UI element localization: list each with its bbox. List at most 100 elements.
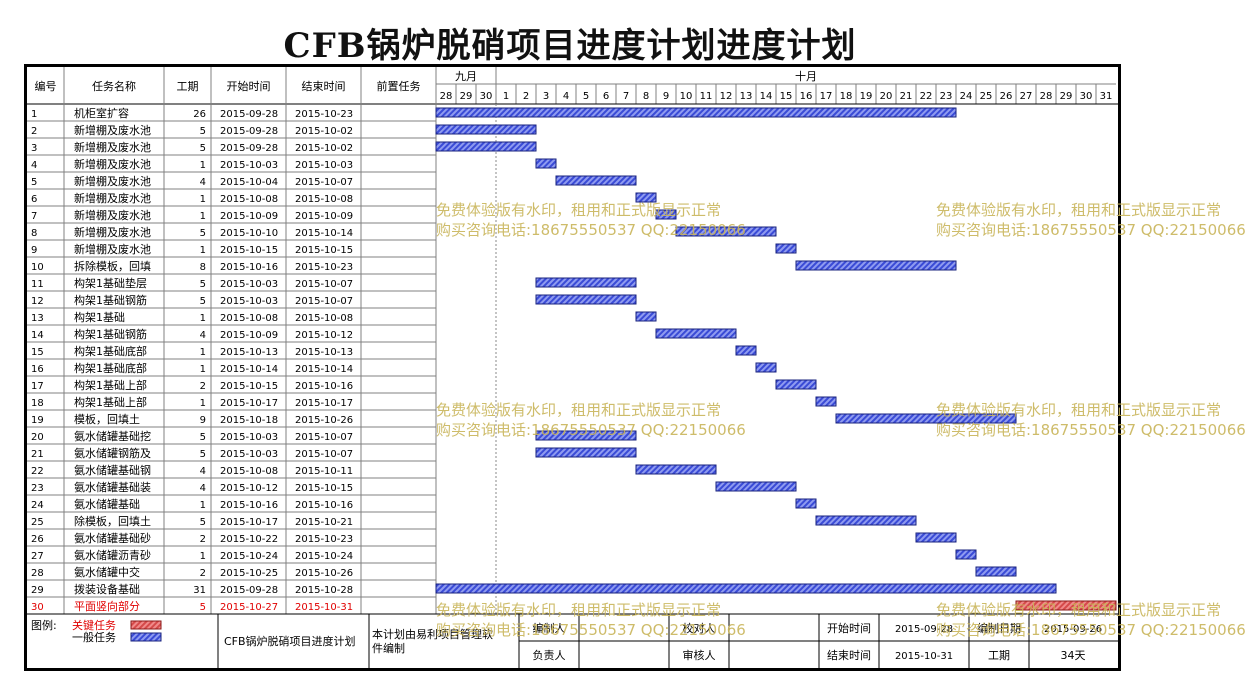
timeline-day-label: 4 (563, 91, 569, 102)
task-bar (535, 277, 637, 288)
timeline-day-label: 24 (960, 91, 973, 102)
task-duration: 5 (200, 228, 206, 239)
plan-end-label: 结束时间 (827, 649, 871, 662)
task-end: 2015-10-15 (295, 245, 353, 256)
task-bar (715, 481, 797, 492)
task-bar (535, 158, 557, 169)
task-id: 10 (31, 262, 44, 273)
task-name: 新增棚及废水池 (74, 225, 151, 239)
legend-critical-label: 关键任务 (72, 618, 116, 632)
column-header-predecessor: 前置任务 (377, 79, 421, 93)
timeline-day-label: 28 (1040, 91, 1053, 102)
task-id: 9 (31, 245, 37, 256)
task-end: 2015-10-23 (295, 262, 353, 273)
task-id: 15 (31, 347, 44, 358)
task-bar (655, 328, 737, 339)
task-end: 2015-10-26 (295, 568, 353, 579)
task-bar (535, 294, 637, 305)
task-duration: 1 (200, 364, 206, 375)
task-start: 2015-10-03 (220, 279, 278, 290)
task-start: 2015-10-08 (220, 466, 278, 477)
task-duration: 1 (200, 551, 206, 562)
timeline-day-label: 27 (1020, 91, 1033, 102)
gantt-frame (24, 64, 1121, 671)
task-duration: 1 (200, 245, 206, 256)
task-id: 26 (31, 534, 44, 545)
timeline-day-label: 28 (440, 91, 453, 102)
task-id: 29 (31, 585, 44, 596)
task-duration: 2 (200, 381, 206, 392)
task-end: 2015-10-28 (295, 585, 353, 596)
column-header-id: 编号 (35, 79, 57, 93)
timeline-day-label: 23 (940, 91, 953, 102)
footer-plan-name: CFB锅炉脱硝项目进度计划 (224, 634, 356, 648)
timeline-day-label: 19 (860, 91, 873, 102)
timeline-day-label: 2 (523, 91, 529, 102)
task-duration: 5 (200, 449, 206, 460)
task-name: 新增棚及废水池 (74, 191, 151, 205)
task-id: 18 (31, 398, 44, 409)
task-id: 8 (31, 228, 37, 239)
task-id: 2 (31, 126, 37, 137)
task-duration: 31 (193, 585, 206, 596)
task-duration: 9 (200, 415, 206, 426)
task-name: 构架1基础 (74, 310, 125, 324)
timeline-day-label: 17 (820, 91, 833, 102)
task-duration: 2 (200, 534, 206, 545)
timeline-day-label: 21 (900, 91, 913, 102)
page-title: CFB锅炉脱硝项目进度计划进度计划 (283, 26, 857, 66)
task-name: 构架1基础底部 (74, 361, 147, 375)
task-id: 17 (31, 381, 44, 392)
task-id: 13 (31, 313, 44, 324)
task-bar (435, 124, 537, 135)
task-duration: 5 (200, 143, 206, 154)
task-id: 19 (31, 415, 44, 426)
task-duration: 8 (200, 262, 206, 273)
task-bar (435, 583, 1057, 594)
timeline-month-label: 十月 (795, 69, 817, 83)
task-start: 2015-09-28 (220, 143, 278, 154)
task-bar (775, 243, 797, 254)
task-duration: 1 (200, 211, 206, 222)
task-end: 2015-10-03 (295, 160, 353, 171)
legend-normal-label: 一般任务 (72, 631, 116, 644)
plan-start-value: 2015-09-28 (895, 624, 953, 635)
task-end: 2015-10-11 (295, 466, 353, 477)
task-duration: 26 (193, 109, 206, 120)
timeline-day-label: 30 (480, 91, 493, 102)
reviewer-label: 审核人 (683, 648, 716, 662)
timeline-day-label: 16 (800, 91, 813, 102)
task-duration: 5 (200, 602, 206, 613)
timeline-day-label: 25 (980, 91, 993, 102)
task-start: 2015-10-22 (220, 534, 278, 545)
task-duration: 1 (200, 398, 206, 409)
timeline-day-label: 15 (780, 91, 793, 102)
task-id: 20 (31, 432, 44, 443)
task-start: 2015-10-03 (220, 449, 278, 460)
timeline-day-label: 9 (663, 91, 669, 102)
timeline-day-label: 18 (840, 91, 853, 102)
task-start: 2015-10-24 (220, 551, 278, 562)
legend-critical-swatch (130, 620, 162, 630)
task-name: 新增棚及废水池 (74, 157, 151, 171)
timeline-day-label: 6 (603, 91, 609, 102)
task-bar (735, 345, 757, 356)
timeline-day-label: 8 (643, 91, 649, 102)
task-id: 5 (31, 177, 37, 188)
task-end: 2015-10-24 (295, 551, 353, 562)
task-bar (795, 498, 817, 509)
task-start: 2015-10-18 (220, 415, 278, 426)
task-name: 构架1基础上部 (74, 378, 147, 392)
draft-date-value: 2015-09-26 (1044, 624, 1102, 635)
timeline-day-label: 20 (880, 91, 893, 102)
task-end: 2015-10-02 (295, 126, 353, 137)
task-name: 氨水储罐基础钢 (74, 463, 151, 477)
timeline-day-label: 29 (460, 91, 473, 102)
timeline-day-label: 1 (503, 91, 509, 102)
task-id: 14 (31, 330, 44, 341)
task-bar (635, 311, 657, 322)
task-bar (775, 379, 817, 390)
task-start: 2015-10-16 (220, 500, 278, 511)
task-end: 2015-10-15 (295, 483, 353, 494)
task-duration: 1 (200, 194, 206, 205)
